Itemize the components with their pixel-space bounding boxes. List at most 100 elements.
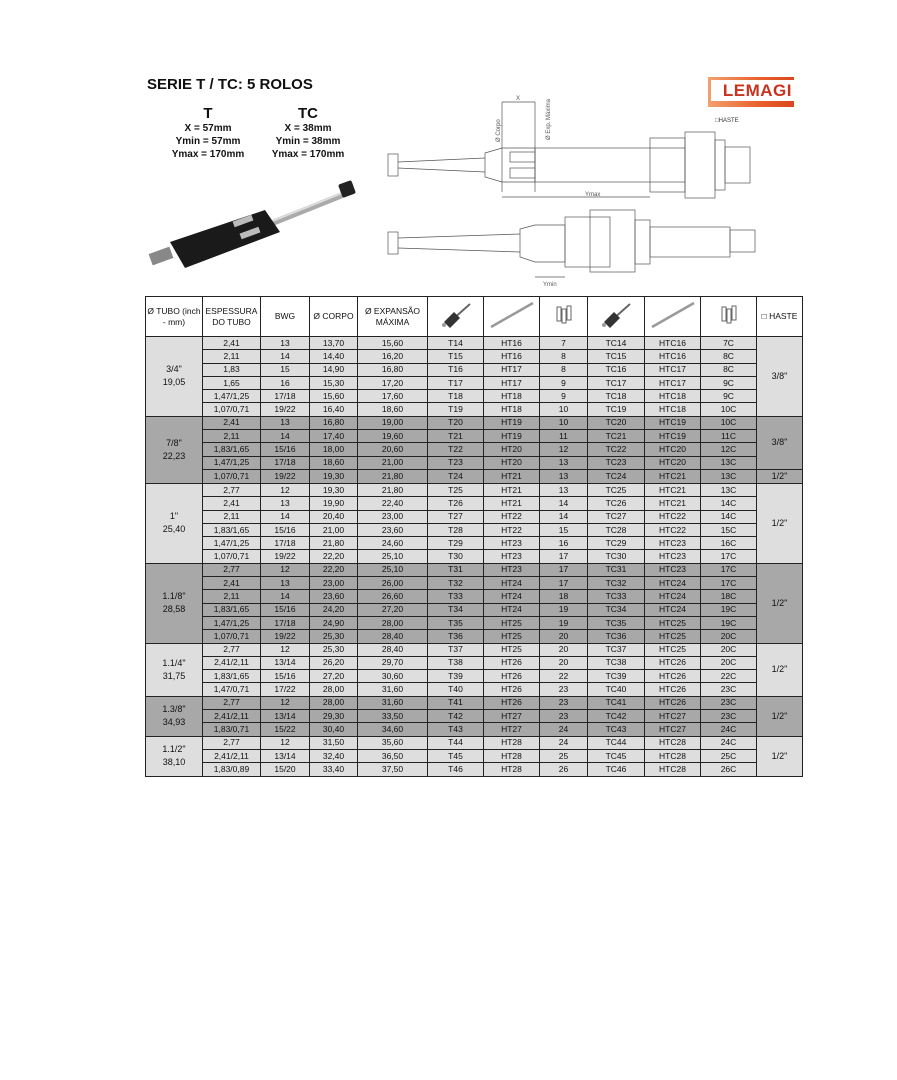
table-cell: 24,90 bbox=[309, 615, 358, 631]
tube-size-cell: 1.1/4"31,75 bbox=[145, 642, 203, 697]
tube-size-cell: 7/8"22,23 bbox=[145, 415, 203, 484]
table-cell: HT24 bbox=[483, 589, 540, 604]
table-cell: 12 bbox=[260, 735, 310, 750]
table-cell: 17,40 bbox=[309, 429, 358, 444]
table-cell: HTC22 bbox=[644, 522, 701, 538]
table-cell: HTC18 bbox=[644, 389, 701, 404]
table-cell: HTC21 bbox=[644, 496, 701, 511]
table-cell: 16,80 bbox=[357, 362, 428, 377]
table-cell: T42 bbox=[427, 709, 484, 724]
table-cell: 2,77 bbox=[202, 642, 261, 657]
expander-t-icon bbox=[441, 303, 471, 328]
table-cell: 23C bbox=[700, 709, 757, 724]
table-cell: HTC16 bbox=[644, 335, 701, 351]
table-cell: HT20 bbox=[483, 442, 540, 457]
table-cell: 13/14 bbox=[260, 748, 310, 764]
table-cell: TC42 bbox=[587, 709, 645, 724]
spec-x: X = 38mm bbox=[284, 123, 332, 134]
table-cell: HT26 bbox=[483, 669, 540, 684]
table-cell: 2,11 bbox=[202, 589, 261, 604]
table-cell: 30,40 bbox=[309, 722, 358, 737]
table-cell: 1,83/0,71 bbox=[202, 722, 261, 737]
mandrel-ht-icon bbox=[483, 296, 540, 337]
table-cell: 17,20 bbox=[357, 375, 428, 391]
table-cell: 13 bbox=[539, 455, 588, 470]
technical-drawing: X Ø Corpo Ø Exp. Máxima Ymax □HASTE Ymin bbox=[387, 96, 756, 288]
table-cell: 18 bbox=[539, 589, 588, 604]
table-cell: 23C bbox=[700, 695, 757, 711]
tube-size-cell: 1.3/8"34,93 bbox=[145, 695, 203, 737]
table-cell: 12 bbox=[260, 642, 310, 657]
table-cell: TC22 bbox=[587, 442, 645, 457]
table-cell: 25,30 bbox=[309, 642, 358, 657]
table-cell: 17C bbox=[700, 549, 757, 564]
table-cell: 14 bbox=[539, 496, 588, 511]
table-cell: T24 bbox=[427, 468, 484, 484]
rollers-c-icon bbox=[700, 296, 757, 337]
table-cell: TC20 bbox=[587, 415, 645, 431]
table-cell: 16 bbox=[539, 536, 588, 551]
table-cell: T46 bbox=[427, 762, 484, 777]
table-cell: 20 bbox=[539, 629, 588, 644]
tube-inch: 1.3/8" bbox=[162, 704, 186, 715]
table-cell: 21,00 bbox=[357, 455, 428, 470]
table-cell: T21 bbox=[427, 429, 484, 444]
table-cell: TC17 bbox=[587, 375, 645, 391]
table-cell: 17/18 bbox=[260, 455, 310, 470]
table-cell: HTC27 bbox=[644, 709, 701, 724]
table-cell: 20C bbox=[700, 642, 757, 657]
table-cell: HT26 bbox=[483, 695, 540, 711]
table-cell: 25,10 bbox=[357, 549, 428, 564]
table-cell: 10 bbox=[539, 402, 588, 417]
table-cell: 35,60 bbox=[357, 735, 428, 750]
table-cell: 17/18 bbox=[260, 536, 310, 551]
table-cell: 20,40 bbox=[309, 509, 358, 524]
table-cell: 17,60 bbox=[357, 389, 428, 404]
table-cell: 17/22 bbox=[260, 682, 310, 697]
table-cell: 18,00 bbox=[309, 442, 358, 457]
table-cell: 19/22 bbox=[260, 468, 310, 484]
table-cell: TC34 bbox=[587, 602, 645, 617]
table-cell: HT25 bbox=[483, 629, 540, 644]
table-cell: 15/20 bbox=[260, 762, 310, 777]
table-cell: TC45 bbox=[587, 748, 645, 764]
table-cell: TC27 bbox=[587, 509, 645, 524]
table-cell: T33 bbox=[427, 589, 484, 604]
table-cell: HTC24 bbox=[644, 602, 701, 617]
table-cell: 1,47/0,71 bbox=[202, 682, 261, 697]
table-cell: 12 bbox=[260, 562, 310, 578]
table-cell: 24C bbox=[700, 735, 757, 750]
table-cell: T18 bbox=[427, 389, 484, 404]
table-cell: HTC20 bbox=[644, 442, 701, 457]
table-cell: TC43 bbox=[587, 722, 645, 737]
table-cell: 2,41 bbox=[202, 335, 261, 351]
table-cell: 16 bbox=[260, 375, 310, 391]
spec-tc: TC X = 38mm Ymin = 38mm Ymax = 170mm bbox=[268, 106, 348, 161]
table-cell: TC16 bbox=[587, 362, 645, 377]
table-cell: 1,47/1,25 bbox=[202, 615, 261, 631]
haste-cell: 1/2" bbox=[756, 735, 803, 777]
table-cell: 28,40 bbox=[357, 629, 428, 644]
table-cell: 33,40 bbox=[309, 762, 358, 777]
table-cell: HTC25 bbox=[644, 629, 701, 644]
table-cell: 15C bbox=[700, 522, 757, 538]
table-cell: T37 bbox=[427, 642, 484, 657]
table-cell: 22,20 bbox=[309, 562, 358, 578]
table-cell: HT19 bbox=[483, 415, 540, 431]
table-cell: HTC26 bbox=[644, 655, 701, 671]
tube-size-cell: 1.1/8"28,58 bbox=[145, 562, 203, 644]
table-cell: T25 bbox=[427, 482, 484, 498]
